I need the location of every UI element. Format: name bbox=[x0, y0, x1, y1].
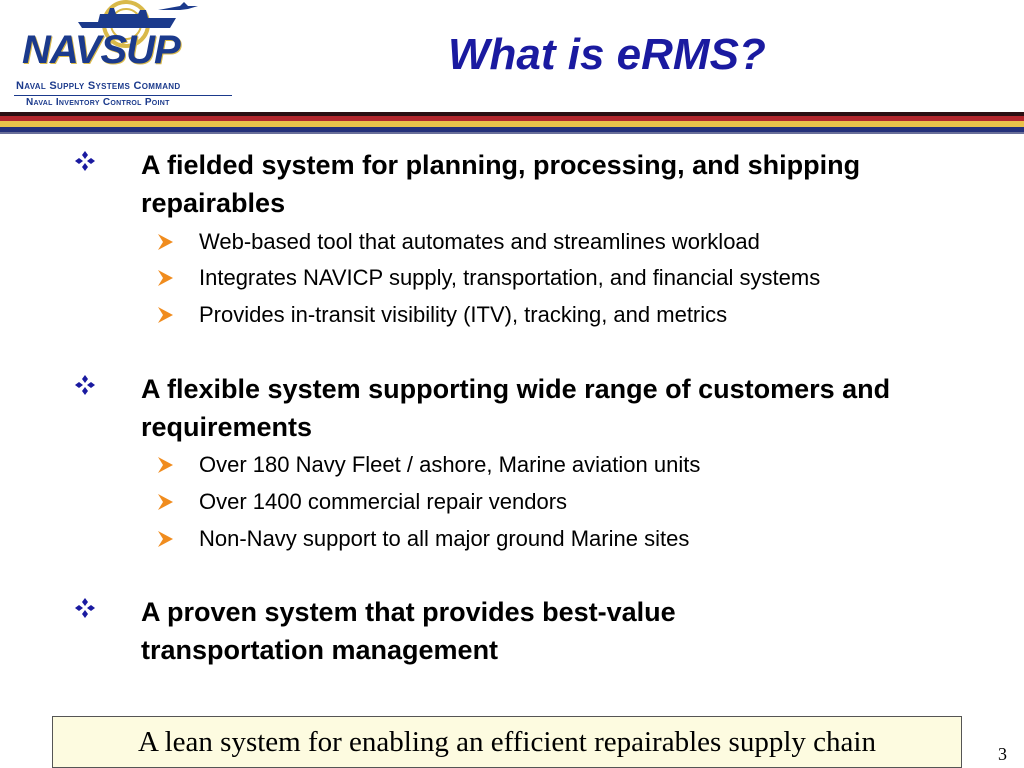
sub-item: Provides in-transit visibility (ITV), tr… bbox=[0, 299, 1024, 335]
sub-item-text: Provides in-transit visibility (ITV), tr… bbox=[199, 302, 728, 327]
diamond-cluster-icon bbox=[75, 375, 95, 395]
header-stripe bbox=[0, 112, 1024, 134]
sub-item: Over 1400 commercial repair vendors bbox=[0, 486, 1024, 522]
logo-subtitle: Naval Inventory Control Point bbox=[26, 97, 170, 108]
bullet-text: A proven system that provides best-value… bbox=[141, 597, 676, 665]
summary-callout-text: A lean system for enabling an efficient … bbox=[138, 725, 876, 758]
sub-item-text: Integrates NAVICP supply, transportation… bbox=[199, 265, 821, 290]
sub-item-text: Over 180 Navy Fleet / ashore, Marine avi… bbox=[199, 452, 701, 477]
sub-item-text: Over 1400 commercial repair vendors bbox=[199, 489, 568, 514]
arrowhead-icon bbox=[158, 307, 173, 323]
logo-wordmark: NAVSUP bbox=[22, 28, 181, 72]
sub-item-text: Non-Navy support to all major ground Mar… bbox=[199, 526, 690, 551]
arrowhead-icon bbox=[158, 234, 173, 250]
summary-callout-box: A lean system for enabling an efficient … bbox=[52, 716, 962, 768]
logo-command-name: Naval Supply Systems Command bbox=[16, 80, 181, 92]
sub-item-text: Web-based tool that automates and stream… bbox=[199, 229, 760, 254]
slide-title: What is eRMS? bbox=[448, 30, 766, 79]
diamond-cluster-icon bbox=[75, 151, 95, 171]
arrowhead-icon bbox=[158, 494, 173, 510]
bullet-text: A flexible system supporting wide range … bbox=[141, 374, 891, 442]
sub-item: Over 180 Navy Fleet / ashore, Marine avi… bbox=[0, 449, 1024, 485]
arrowhead-icon bbox=[158, 457, 173, 473]
bullet-text: A fielded system for planning, processin… bbox=[141, 150, 861, 218]
ship-emblem-icon bbox=[78, 0, 198, 48]
arrowhead-icon bbox=[158, 531, 173, 547]
sub-item: Integrates NAVICP supply, transportation… bbox=[0, 262, 1024, 298]
page-number: 3 bbox=[998, 744, 1007, 764]
navsup-logo: NAVSUP Naval Supply Systems Command Nava… bbox=[8, 0, 240, 112]
diamond-cluster-icon bbox=[75, 598, 95, 618]
logo-divider bbox=[14, 95, 232, 96]
sub-item: Web-based tool that automates and stream… bbox=[0, 226, 1024, 262]
arrowhead-icon bbox=[158, 270, 173, 286]
sub-item: Non-Navy support to all major ground Mar… bbox=[0, 523, 1024, 559]
